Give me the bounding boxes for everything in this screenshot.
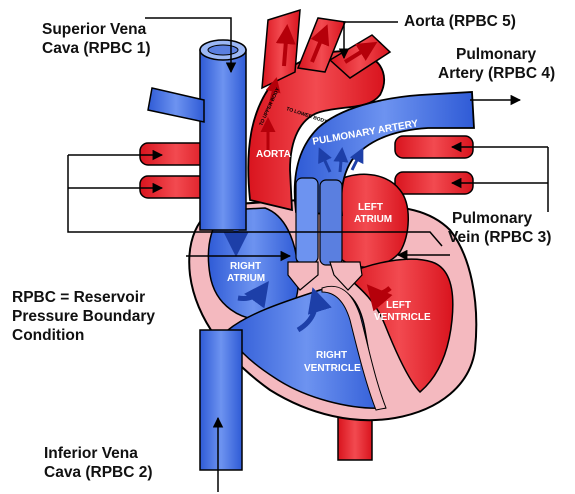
pv-label-line2: Vein (RPBC 3) xyxy=(448,228,551,247)
svc-label-line2: Cava (RPBC 1) xyxy=(42,39,151,58)
aorta-callout-line: Aorta (RPBC 5) xyxy=(404,12,516,31)
inferior-vena-cava-label: Inferior Vena Cava (RPBC 2) xyxy=(44,444,153,482)
left-ventricle-label-2: VENTRICLE xyxy=(374,312,431,323)
pulmonary-vein-callout-label: Pulmonary Vein (RPBC 3) xyxy=(452,209,551,247)
pv-label-line1: Pulmonary xyxy=(452,209,551,228)
rpbc-note-line2: Pressure Boundary xyxy=(12,307,155,326)
right-ventricle-label-2: VENTRICLE xyxy=(304,363,361,374)
superior-vena-cava-label: Superior Vena Cava (RPBC 1) xyxy=(42,20,151,58)
right-atrium-label-1: RIGHT xyxy=(230,261,261,272)
pulmonary-artery-callout-label: Pulmonary Artery (RPBC 4) xyxy=(438,45,555,83)
rpbc-note-line3: Condition xyxy=(12,326,155,345)
svc-label-line1: Superior Vena xyxy=(42,20,151,39)
rpbc-note-line1: RPBC = Reservoir xyxy=(12,288,155,307)
rpbc-note: RPBC = Reservoir Pressure Boundary Condi… xyxy=(12,288,155,345)
right-atrium-label-2: ATRIUM xyxy=(227,273,265,284)
aorta-label: AORTA xyxy=(256,149,291,160)
superior-vena-cava xyxy=(200,40,246,230)
right-ventricle-label-1: RIGHT xyxy=(316,350,347,361)
aorta-callout-label: Aorta (RPBC 5) xyxy=(404,12,516,31)
ivc-label-line1: Inferior Vena xyxy=(44,444,153,463)
ivc-label-line2: Cava (RPBC 2) xyxy=(44,463,153,482)
left-atrium-label-1: LEFT xyxy=(358,202,383,213)
brachiocephalic-vein xyxy=(148,88,204,122)
inferior-vena-cava xyxy=(200,330,242,470)
left-ventricle-label-1: LEFT xyxy=(386,300,411,311)
pa-label-line1: Pulmonary xyxy=(438,45,555,64)
left-atrium-label-2: ATRIUM xyxy=(354,214,392,225)
pulmonary-veins-right xyxy=(395,136,473,194)
pa-label-line2: Artery (RPBC 4) xyxy=(438,64,555,83)
